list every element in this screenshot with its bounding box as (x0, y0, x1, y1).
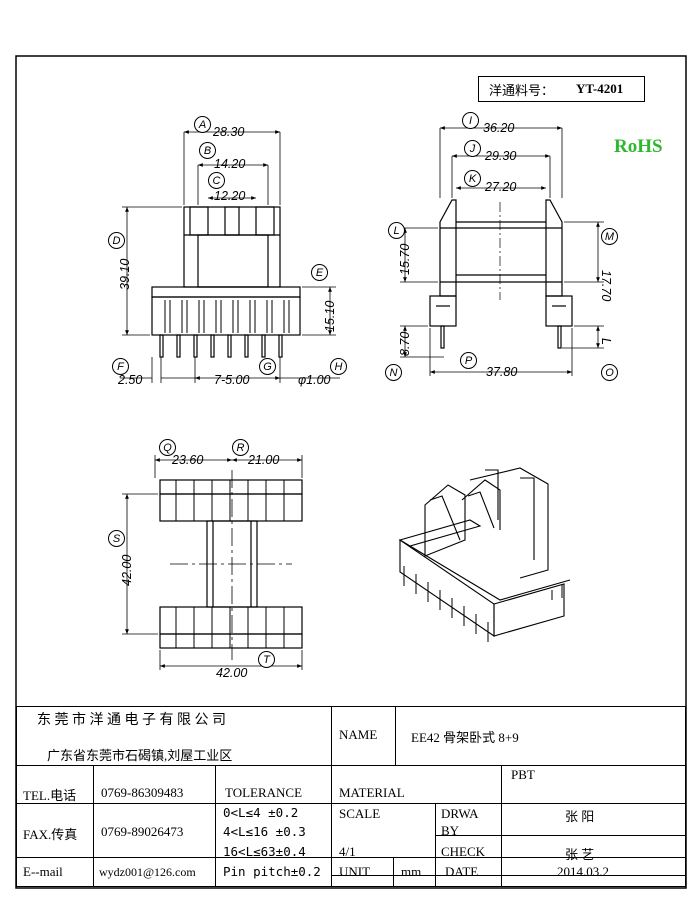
dim-Q: 23.60 (171, 453, 203, 467)
callout-A: A (194, 116, 211, 133)
callout-R: R (232, 439, 249, 456)
side-view (400, 126, 604, 376)
side-view-dimension-text: 36.20 29.30 27.20 15.70 17.70 8.70 L 37.… (398, 121, 613, 379)
isometric-view (398, 467, 571, 642)
dim-C: 12.20 (214, 189, 245, 203)
drawn-value: 张 阳 (565, 809, 595, 824)
drawn-label-2: BY (441, 823, 460, 838)
fax-label: FAX.传真 (23, 827, 78, 842)
tolerance-line-4: Pin pitch±0.2 (223, 864, 321, 879)
scale-label: SCALE (339, 806, 381, 821)
drawn-label-1: DRWA (441, 806, 479, 821)
unit-label: UNIT (339, 864, 371, 879)
dim-B: 14.20 (214, 157, 245, 171)
material-value: PBT (511, 767, 535, 782)
callout-H: H (330, 358, 347, 375)
top-view-dimension-text: 23.60 21.00 42.00 42.00 (120, 453, 279, 680)
dim-I: 36.20 (483, 121, 514, 135)
front-view-dimension-text: 28.30 14.20 12.20 39.10 15.10 2.50 7-5.0… (117, 125, 337, 387)
dim-M: 17.70 (599, 270, 613, 301)
callout-J: J (464, 140, 481, 157)
email-label: E--mail (23, 864, 63, 879)
date-value: 2014.03.2 (557, 864, 609, 879)
fax-value: 0769-89026473 (101, 824, 184, 839)
dim-N: 8.70 (398, 332, 412, 356)
dim-P: 37.80 (486, 365, 517, 379)
callout-S: S (108, 530, 125, 547)
callout-O: O (601, 364, 618, 381)
title-block: 东 莞 市 洋 通 电 子 有 限 公 司 广东省东莞市石碣镇,刘屋工业区 NA… (16, 706, 686, 887)
check-label: CHECK (441, 844, 486, 859)
part-number-box: 洋通料号： YT-4201 (478, 76, 645, 102)
tolerance-label: TOLERANCE (225, 785, 303, 800)
dim-G: 7-5.00 (214, 373, 249, 387)
dim-E: 15.10 (323, 301, 337, 332)
part-number-label: 洋通料号： (489, 82, 555, 98)
callout-Q: Q (159, 439, 176, 456)
callout-E: E (311, 264, 328, 281)
front-view (120, 130, 340, 383)
tolerance-line-2: 4<L≤16 ±0.3 (223, 824, 306, 839)
name-label: NAME (339, 727, 378, 742)
callout-P: P (460, 352, 477, 369)
callout-M: M (601, 228, 618, 245)
tolerance-line-3: 16<L≤63±0.4 (223, 844, 306, 859)
dim-H: φ1.00 (298, 373, 331, 387)
callout-K: K (464, 170, 481, 187)
dim-K: 27.20 (484, 180, 516, 194)
dim-F: 2.50 (117, 373, 142, 387)
unit-value: mm (401, 864, 422, 879)
dim-J: 29.30 (484, 149, 516, 163)
callout-I: I (462, 112, 479, 129)
callout-B: B (199, 142, 216, 159)
check-value: 张 艺 (565, 847, 595, 862)
callout-N: N (385, 364, 402, 381)
callout-G: G (259, 358, 276, 375)
rohs-mark: RoHS (614, 136, 663, 157)
dim-O: L (599, 338, 613, 345)
dim-S: 42.00 (120, 555, 134, 586)
dim-L: 15.70 (398, 244, 412, 275)
part-number-value: YT-4201 (576, 81, 624, 96)
scale-value: 4/1 (339, 844, 356, 859)
email-value: wydz001@126.com (99, 865, 196, 879)
sheet-border (15, 55, 687, 889)
date-label: DATE (445, 864, 479, 879)
callout-T: T (258, 651, 275, 668)
dim-A: 28.30 (212, 125, 244, 139)
callout-L: L (388, 222, 405, 239)
dim-R: 21.00 (247, 453, 279, 467)
callout-D: D (108, 232, 125, 249)
name-value: EE42 骨架卧式 8+9 (411, 730, 519, 745)
callout-C: C (208, 172, 225, 189)
dim-T: 42.00 (216, 666, 247, 680)
tolerance-line-1: 0<L≤4 ±0.2 (223, 805, 299, 820)
company-name: 东 莞 市 洋 通 电 子 有 限 公 司 (37, 713, 226, 728)
callout-F: F (112, 358, 129, 375)
tel-value: 0769-86309483 (101, 785, 184, 800)
tel-label: TEL.电话 (23, 788, 77, 803)
dim-D: 39.10 (118, 259, 132, 290)
material-label: MATERIAL (339, 785, 405, 800)
top-view (122, 455, 303, 670)
company-address: 广东省东莞市石碣镇,刘屋工业区 (47, 748, 233, 763)
